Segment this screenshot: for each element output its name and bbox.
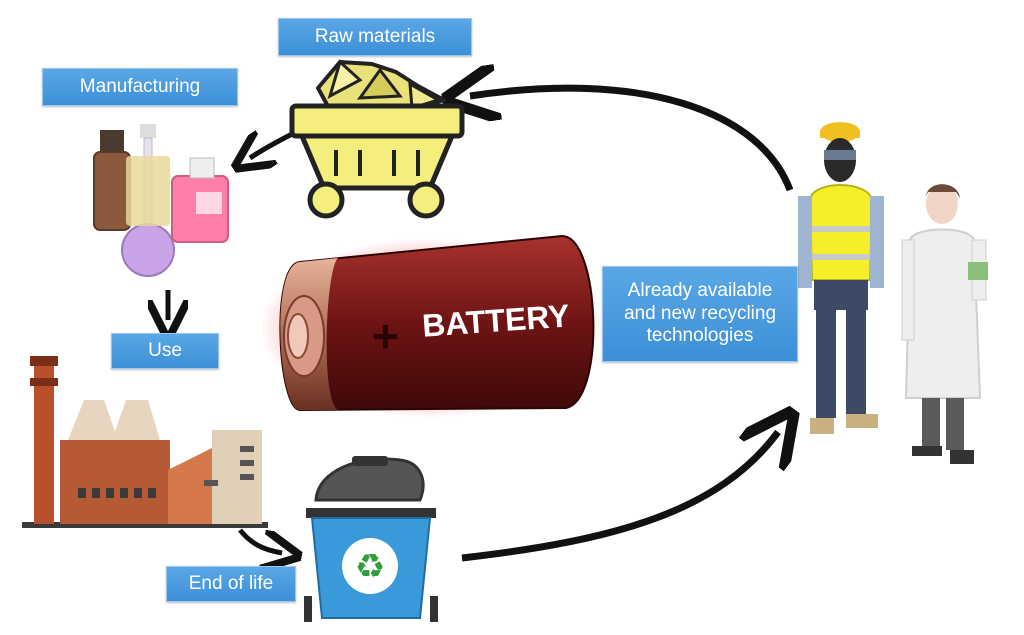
battery-terminal-sign: + (372, 310, 399, 362)
worker-icon (798, 122, 884, 434)
arrow-use-to-end-of-life (238, 528, 282, 553)
lab-flasks-icon (93, 124, 229, 277)
stage-label-manufacturing: Manufacturing (42, 68, 238, 106)
arrow-recycling-to-raw (470, 88, 794, 192)
scientist-icon (901, 184, 988, 464)
recycle-bin-icon: ♻ (304, 456, 438, 622)
mine-cart-icon (289, 59, 465, 219)
factory-icon (22, 356, 268, 528)
battery-icon (260, 234, 600, 418)
svg-text:♻: ♻ (355, 547, 385, 587)
stage-label-end-of-life: End of life (166, 566, 296, 602)
stage-label-use: Use (111, 333, 219, 369)
stage-label-raw-materials: Raw materials (278, 18, 472, 56)
stage-label-recycling: Already available and new recycling tech… (602, 266, 798, 362)
arrow-end-of-life-to-recycling (461, 432, 778, 562)
